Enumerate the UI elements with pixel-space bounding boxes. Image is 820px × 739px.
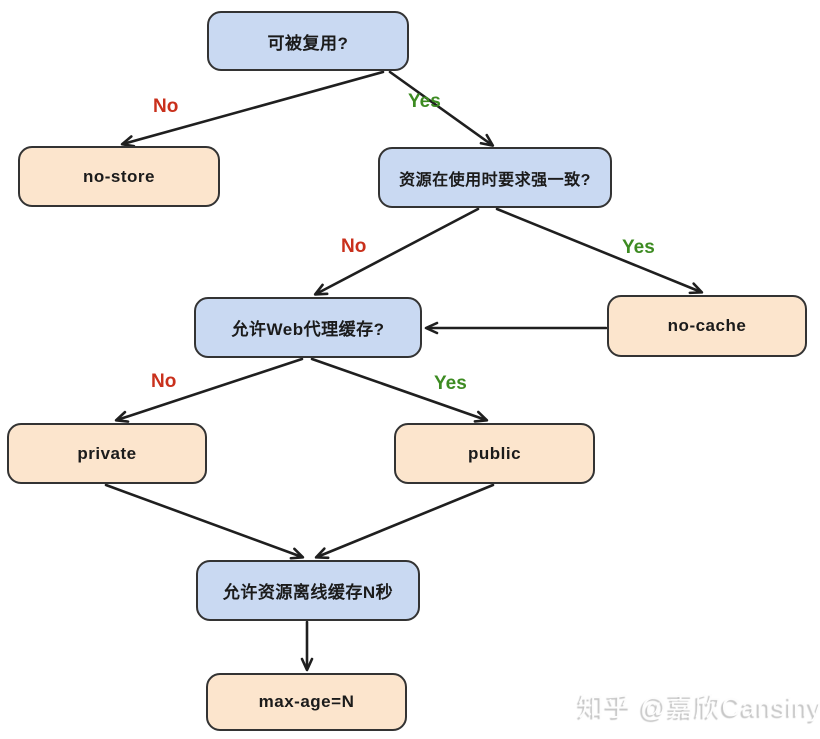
edge-private-to-offline (104, 483, 305, 560)
edge-label-yes-strong: Yes (622, 237, 655, 258)
node-no-cache: no-cache (607, 295, 807, 357)
edge-webproxy-to-private (114, 357, 304, 423)
edge-label-yes-webproxy: Yes (434, 373, 467, 394)
edge-label-no-reuse: No (153, 96, 179, 117)
edge-label-yes-reuse: Yes (408, 91, 441, 112)
edge-strong-to-webproxy (313, 207, 480, 296)
node-max-age: max-age=N (206, 673, 407, 731)
node-offline-cache-decision: 允许资源离线缓存N秒 (196, 560, 420, 621)
edge-public-to-offline (314, 483, 495, 560)
watermark: 知乎 @嘉欣Cansiny (578, 692, 820, 722)
node-no-store: no-store (18, 146, 220, 207)
node-private: private (7, 423, 207, 484)
node-reuse-decision: 可被复用? (207, 11, 409, 71)
edge-reuse-to-no-store (120, 70, 385, 148)
edge-label-no-strong: No (341, 236, 367, 257)
edge-reuse-to-strong (388, 70, 495, 147)
edge-label-no-webproxy: No (151, 371, 177, 392)
node-public: public (394, 423, 595, 484)
edge-webproxy-to-public (310, 357, 489, 423)
node-web-proxy-decision: 允许Web代理缓存? (194, 297, 422, 358)
node-strong-consistency-decision: 资源在使用时要求强一致? (378, 147, 612, 208)
edge-strong-to-no-cache (495, 207, 704, 295)
